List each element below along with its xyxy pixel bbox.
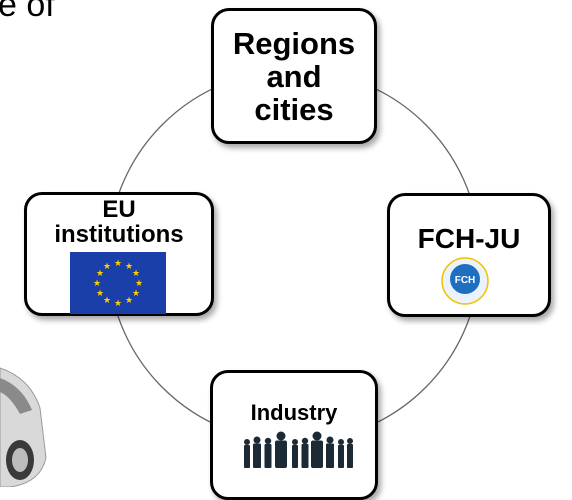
svg-text:★: ★ — [93, 279, 101, 289]
svg-text:★: ★ — [132, 269, 140, 279]
svg-text:★: ★ — [103, 262, 111, 272]
svg-text:★: ★ — [132, 289, 140, 299]
svg-text:★: ★ — [135, 279, 143, 289]
svg-text:★: ★ — [114, 299, 122, 309]
regions-label: Regions and cities — [214, 27, 374, 126]
node-regions-and-cities: Regions and cities — [211, 8, 377, 144]
svg-text:★: ★ — [125, 296, 133, 306]
fch-ju-logo-icon: FCH — [441, 257, 489, 305]
node-industry: Industry — [210, 370, 378, 500]
car-image — [0, 367, 47, 487]
eu-label-line2: institutions — [54, 221, 184, 248]
svg-text:★: ★ — [96, 289, 104, 299]
svg-text:★: ★ — [125, 262, 133, 272]
eu-flag-icon: ★ ★ ★ ★ ★ ★ ★ ★ ★ ★ ★ ★ — [70, 252, 166, 314]
regions-label-line2: and — [266, 59, 322, 94]
svg-text:★: ★ — [103, 296, 111, 306]
business-people-icon — [244, 431, 353, 468]
partial-heading-text: e of — [0, 0, 55, 24]
svg-text:★: ★ — [114, 259, 122, 269]
svg-text:★: ★ — [96, 269, 104, 279]
node-fch-ju: FCH-JU FCH — [387, 193, 551, 317]
eu-label-line1: EU — [102, 196, 136, 223]
fch-label: FCH-JU — [417, 223, 521, 254]
regions-label-line1: Regions — [232, 26, 356, 61]
regions-label-line3: cities — [254, 92, 334, 127]
industry-label: Industry — [250, 400, 338, 425]
eu-label: EU institutions — [27, 197, 211, 247]
node-eu-institutions: EU institutions ★ ★ ★ ★ ★ ★ ★ ★ ★ ★ ★ ★ — [24, 192, 214, 316]
fch-logo-text: FCH — [455, 275, 476, 286]
